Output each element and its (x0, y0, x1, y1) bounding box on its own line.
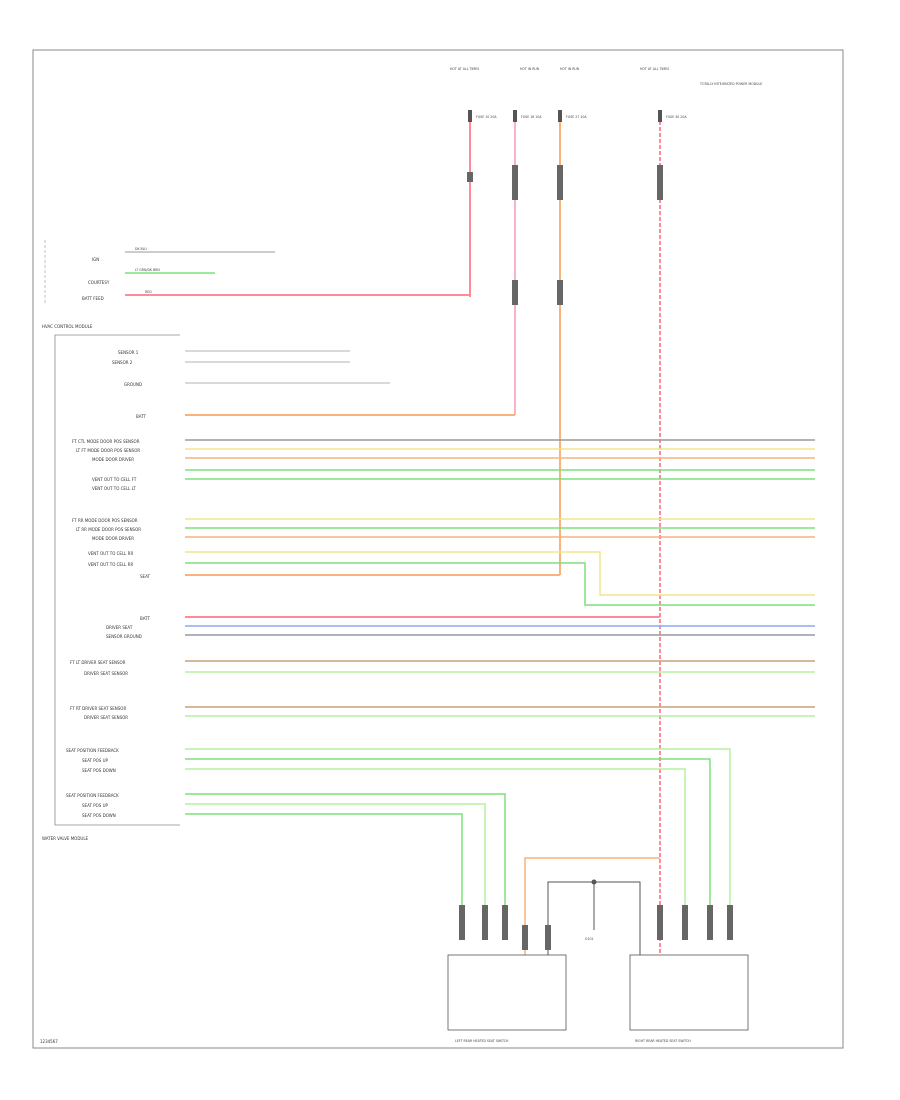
right-seat-switch-label: RIGHT REAR HEATED SEAT SWITCH (635, 1039, 691, 1043)
pin-label: SEAT POS UP (82, 803, 109, 808)
fuse-labels: HOT AT ALL TIMES HOT IN RUN HOT IN RUN H… (450, 67, 762, 86)
pin-label: SEAT POS DOWN (82, 768, 116, 773)
left-seat-switch-body (447, 954, 567, 1031)
switch-input-batt: BATT FEED (82, 296, 104, 301)
fuse-4-ref: FUSE 40 20A (666, 115, 687, 119)
right-seat-switch-body (629, 954, 749, 1031)
pin-group-6: FT RT DRIVER SEAT SENSOR DRIVER SEAT SEN… (70, 706, 815, 720)
bottom-connectors: LEFT REAR HEATED SEAT SWITCH RIGHT REAR … (447, 954, 749, 1043)
switch-input-ign: IGN (92, 257, 99, 262)
pin-label: FT RT DRIVER SEAT SENSOR (70, 706, 126, 711)
fuse-3-name: HOT IN RUN (560, 67, 580, 71)
fuse-1-ref: FUSE 10 20A (476, 115, 497, 119)
pin-label: DRIVER SEAT (106, 625, 133, 630)
diagram-frame (32, 49, 844, 1049)
pin-label: VENT OUT TO CELL LT (92, 486, 136, 491)
fuse-1-name: HOT AT ALL TIMES (450, 67, 479, 71)
pin-group-4: BATT DRIVER SEAT SENSOR GROUND (106, 616, 815, 639)
left-seat-switch-label: LEFT REAR HEATED SEAT SWITCH (455, 1039, 509, 1043)
pin-label: LT RR MODE DOOR POS SENSOR (76, 527, 141, 532)
pin-label: SEAT POSITION FEEDBACK (66, 793, 119, 798)
switch-block: IGN COURTESY BATT FEED DK BLU LT GRN/DK … (44, 240, 470, 305)
fuse-4-name: HOT AT ALL TIMES (640, 67, 669, 71)
ground-circuit: G101 (547, 879, 641, 955)
pin-label: SENSOR 1 (118, 350, 139, 355)
pin-label: SEAT POS DOWN (82, 813, 116, 818)
fuse-2-ref: FUSE 18 10A (521, 115, 542, 119)
fuse-3-ref: FUSE 27 10A (566, 115, 587, 119)
pin-label: SEAT POSITION FEEDBACK (66, 748, 119, 753)
pin-label: DRIVER SEAT SENSOR (84, 715, 128, 720)
switch-wire-3-color: RED (145, 290, 152, 294)
pin-label: FT RR MODE DOOR POS SENSOR (72, 518, 138, 523)
pin-label: MODE DOOR DRIVER (92, 457, 134, 462)
pin-label: LT FT MODE DOOR POS SENSOR (76, 448, 140, 453)
wire-left-seat-supply (524, 857, 660, 955)
pin-label: SENSOR 2 (112, 360, 133, 365)
tipm-label: TOTALLY INTEGRATED POWER MODULE (699, 82, 762, 86)
module-footer: WATER VALVE MODULE (42, 836, 89, 841)
pin-label: VENT OUT TO CELL RR (88, 551, 133, 556)
pin-label: FT CTL MODE DOOR POS SENSOR (72, 439, 140, 444)
pin-label: VENT OUT TO CELL FT (92, 477, 137, 482)
module-boundary (54, 334, 180, 826)
pin-group-5: FT LT DRIVER SEAT SENSOR DRIVER SEAT SEN… (70, 660, 815, 676)
pin-label: BATT (140, 616, 151, 621)
switch-input-courtesy: COURTESY (88, 280, 110, 285)
switch-wire-2-color: LT GRN/DK BRN (135, 268, 160, 272)
pin-label: SENSOR GROUND (106, 634, 142, 639)
pin-group-2: FT CTL MODE DOOR POS SENSOR LT FT MODE D… (72, 439, 815, 491)
pin-label: FT LT DRIVER SEAT SENSOR (70, 660, 126, 665)
connector-stubs (459, 165, 733, 950)
pin-group-7: SEAT POSITION FEEDBACK SEAT POS UP SEAT … (66, 748, 731, 905)
ground-label: G101 (585, 937, 594, 941)
pin-group-3: FT RR MODE DOOR POS SENSOR LT RR MODE DO… (72, 518, 815, 606)
fuse-stubs (468, 110, 662, 122)
pin-group-8: SEAT POSITION FEEDBACK SEAT POS UP SEAT … (66, 793, 506, 905)
pin-label: BATT (136, 414, 147, 419)
pin-label: MODE DOOR DRIVER (92, 536, 134, 541)
module-title: HVAC CONTROL MODULE (42, 324, 93, 329)
pin-label: SEAT (140, 574, 150, 579)
footer-code: 1234567 (40, 1039, 58, 1044)
switch-wire-1-color: DK BLU (135, 247, 147, 251)
pin-label: SEAT POS UP (82, 758, 109, 763)
fuse-2-name: HOT IN RUN (520, 67, 540, 71)
pin-group-1: SENSOR 1 SENSOR 2 GROUND BATT (112, 350, 515, 419)
pin-label: VENT OUT TO CELL RR (88, 562, 133, 567)
pin-label: DRIVER SEAT SENSOR (84, 671, 128, 676)
pin-label: GROUND (124, 382, 142, 387)
